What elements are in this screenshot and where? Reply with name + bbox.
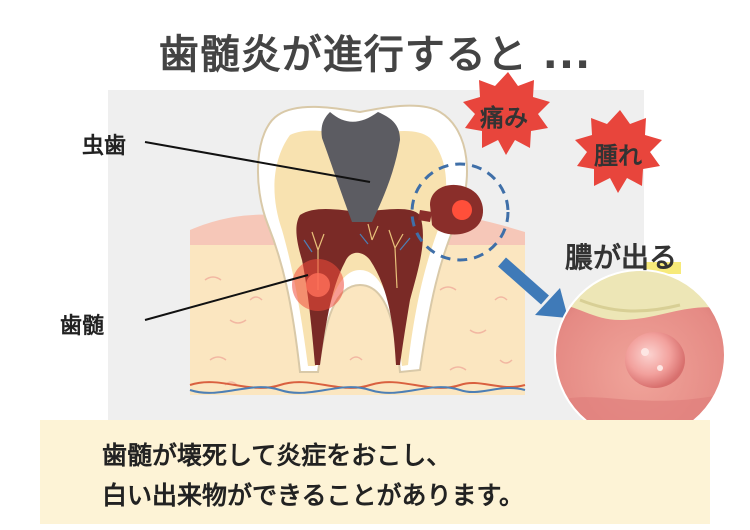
pulp-nerves (311, 223, 404, 290)
swelling-label: 腫れ (594, 142, 642, 170)
pulp-leader-line (144, 274, 309, 321)
abscess-highlight-circle (410, 162, 510, 262)
cavity-leader-line (144, 141, 371, 183)
caption-line-1: 歯髄が壊死して炎症をおこし、 (102, 441, 452, 470)
page-title: 歯髄炎が進行すると ... (158, 32, 592, 78)
swelling-burst (575, 110, 662, 193)
bone-texture (204, 276, 513, 386)
cavity (321, 112, 400, 222)
caption-line-2: 白い出来物ができることがあります。 (102, 481, 525, 510)
pus-label-text: 膿が出る (565, 241, 678, 274)
caption-box: 歯髄が壊死して炎症をおこし、 白い出来物ができることがあります。 (40, 420, 710, 524)
pain-burst (463, 72, 550, 155)
pulp-label: 歯髄 (60, 314, 105, 339)
cavity-label: 虫歯 (82, 134, 127, 159)
pain-label: 痛み (480, 104, 528, 132)
pus-photo (555, 270, 725, 440)
pus-label: 膿が出る (561, 236, 682, 276)
nerve-lines (189, 381, 526, 394)
pointer-arrow (498, 257, 568, 318)
tooth-pulp (296, 208, 423, 365)
